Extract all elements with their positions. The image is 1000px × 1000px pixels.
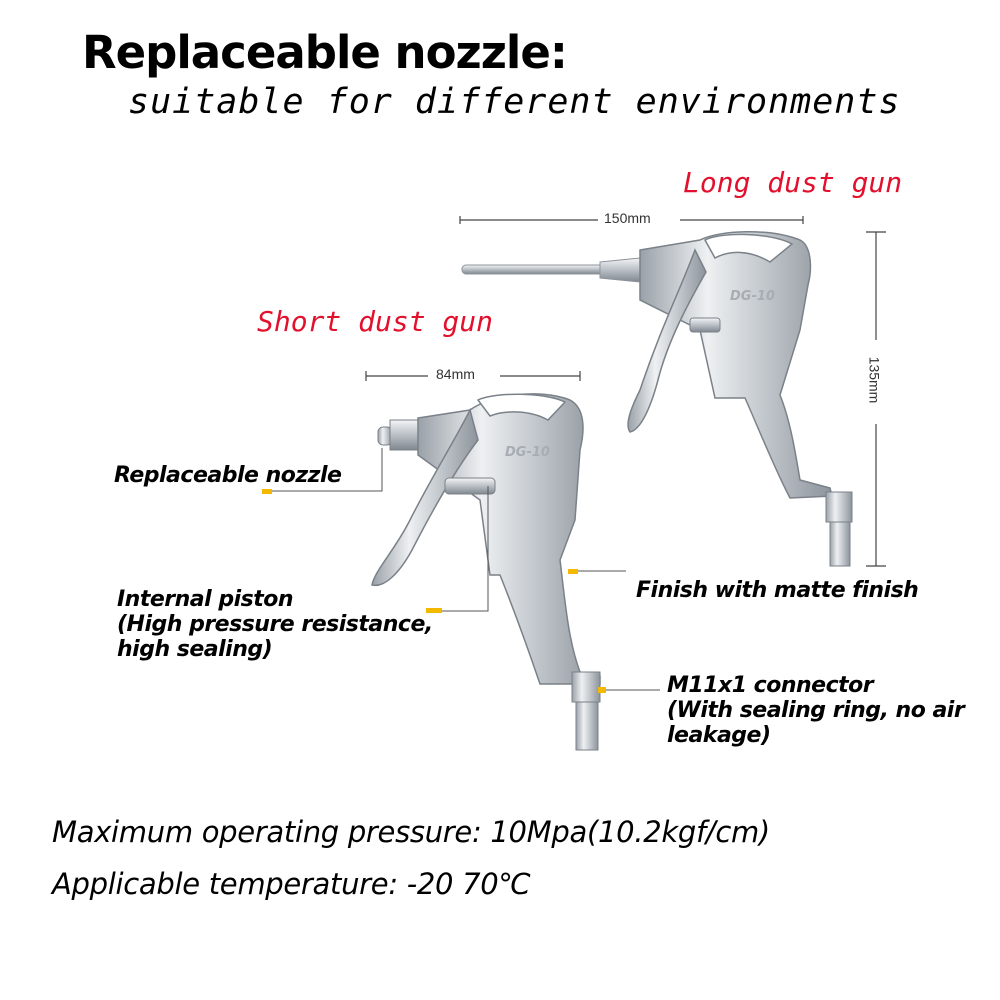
short-gun-label: Short dust gun (257, 305, 494, 338)
long-height-label: 135mm (866, 353, 883, 407)
callout-matte-finish: Finish with matte finish (636, 578, 919, 603)
long-length-label: 150mm (601, 210, 654, 226)
long-height-dimension (866, 231, 886, 567)
short-gun-trigger (371, 407, 479, 587)
long-dust-gun: DG-10 (461, 231, 853, 567)
long-gun-trigger (627, 248, 707, 433)
connector-marker (598, 687, 606, 693)
short-dust-gun: DG-10 (371, 393, 601, 751)
short-gun-model: DG-10 (505, 445, 550, 460)
short-length-label: 84mm (433, 366, 478, 382)
short-gun-body (417, 393, 601, 685)
nozzle-marker (262, 489, 272, 494)
short-gun-connector (571, 671, 601, 703)
callout-connector-line-3: leakage) (667, 723, 771, 748)
long-length-dimension (459, 216, 804, 224)
callout-connector-line-2: (With sealing ring, no air (667, 698, 965, 723)
callout-replaceable-nozzle: Replaceable nozzle (114, 463, 342, 488)
long-gun-body (639, 231, 833, 499)
piston-leader-line (432, 486, 489, 612)
spec-temperature: Applicable temperature: -20 70℃ (52, 867, 531, 901)
short-gun-piston (444, 477, 496, 495)
page-title: Replaceable nozzle: (82, 26, 568, 79)
long-gun-model: DG-10 (730, 289, 775, 304)
callout-connector-line-1: M11x1 connector (667, 673, 874, 698)
short-length-dimension (365, 371, 581, 381)
short-gun-connector-tip (575, 701, 599, 751)
finish-marker (568, 569, 578, 574)
nozzle-leader-line (270, 448, 383, 492)
callout-piston-line-3: high sealing) (117, 637, 273, 662)
long-nozzle (461, 264, 613, 275)
short-gun-hanger-loop (476, 393, 567, 421)
callout-internal-piston: Internal piston (High pressure resistanc… (117, 587, 433, 662)
long-gun-connector (825, 491, 853, 523)
callout-connector: M11x1 connector (With sealing ring, no a… (667, 673, 965, 748)
long-gun-hanger-loop (703, 233, 794, 263)
long-gun-label: Long dust gun (683, 166, 903, 199)
long-gun-connector-tip (829, 521, 851, 567)
short-nozzle-nut (389, 419, 421, 451)
page-subtitle: suitable for different environments (128, 82, 901, 122)
long-gun-piston (689, 317, 721, 333)
callout-piston-line-1: Internal piston (117, 587, 294, 612)
piston-marker (426, 608, 442, 613)
long-nozzle-nut (599, 257, 641, 283)
spec-max-pressure: Maximum operating pressure: 10Mpa(10.2kg… (52, 815, 770, 849)
callout-piston-line-2: (High pressure resistance, (117, 612, 433, 637)
